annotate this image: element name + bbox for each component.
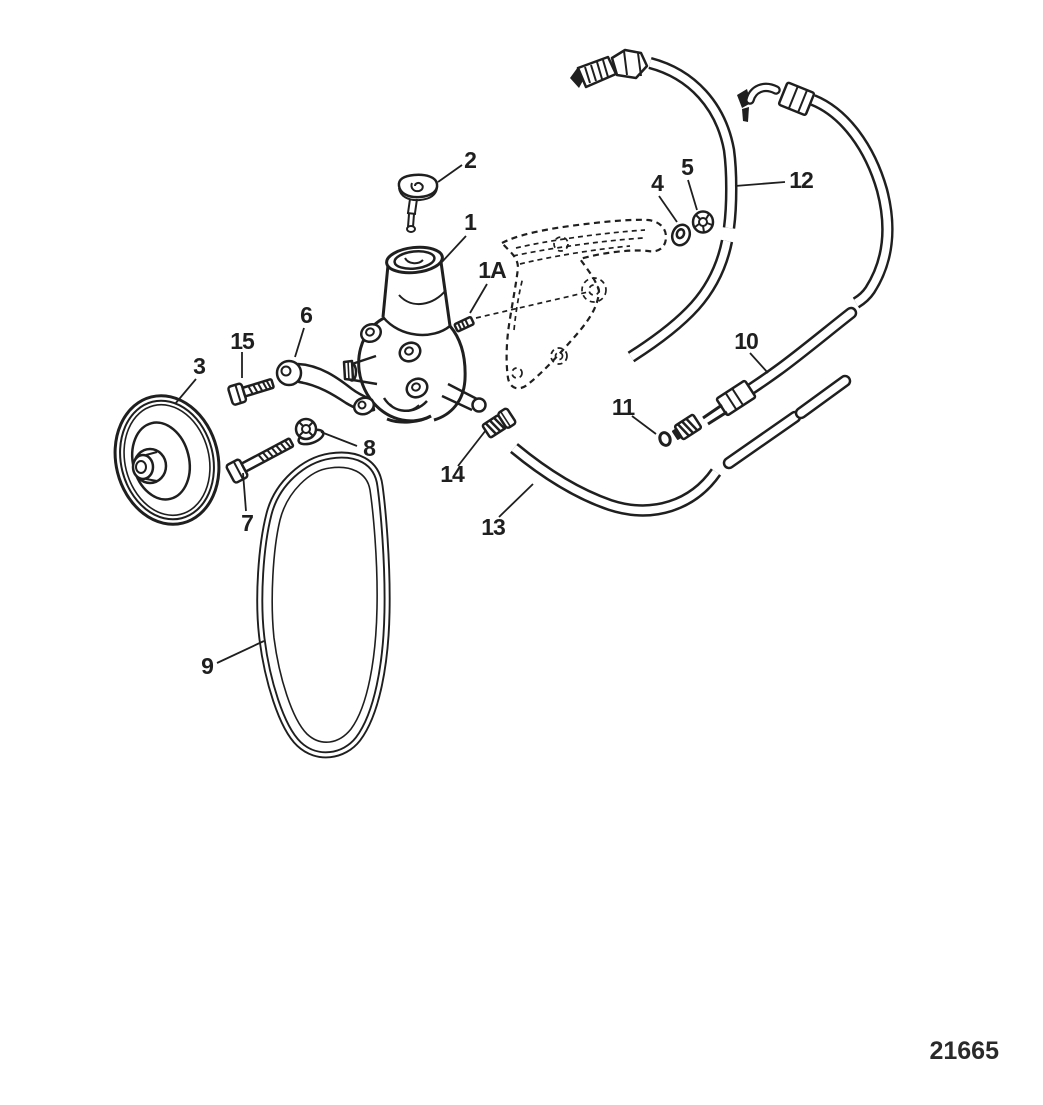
callout-leader-3 bbox=[174, 378, 197, 405]
hose-12-left bbox=[570, 48, 738, 363]
callout-leader-2 bbox=[437, 164, 463, 183]
reservoir-left-edge bbox=[381, 264, 390, 318]
callout-leader-9 bbox=[216, 640, 265, 664]
long-bolt-7 bbox=[225, 437, 295, 484]
callout-3-pulley: 3 bbox=[193, 353, 205, 379]
callout-leader-12 bbox=[734, 181, 786, 187]
hose-10-threaded-fitting bbox=[671, 413, 703, 441]
callout-leader-6 bbox=[294, 327, 305, 358]
stud-alignment-dashed-line bbox=[475, 291, 589, 319]
callout-10-pressure-hose: 10 bbox=[734, 328, 758, 354]
callout-4-washer: 4 bbox=[651, 170, 664, 196]
elbow-fitting-14 bbox=[481, 407, 517, 439]
short-bolt-15 bbox=[227, 378, 275, 406]
pump-shaft bbox=[342, 354, 378, 386]
callout-14-elbow-fitting: 14 bbox=[440, 461, 465, 487]
callout-leader-1A bbox=[469, 283, 488, 314]
hose-12-right-ferrule bbox=[777, 81, 816, 117]
drive-v-belt bbox=[256, 451, 391, 759]
callout-leader-1 bbox=[440, 235, 467, 264]
pump-face-boss bbox=[360, 322, 429, 399]
callout-1-power-steering-pump: 1 bbox=[464, 209, 477, 235]
callout-leader-10 bbox=[749, 352, 769, 374]
callout-layer: 11A 2 3 45 6 7 8 9 10 11 12 13 14 15 bbox=[174, 147, 814, 679]
filler-cap-dipstick bbox=[397, 173, 439, 233]
pump-outlet-stub bbox=[441, 382, 487, 413]
callout-leader-4 bbox=[658, 195, 678, 223]
callout-leader-11 bbox=[631, 415, 657, 435]
reservoir-right-edge bbox=[439, 261, 452, 327]
hose-12-right bbox=[737, 81, 894, 309]
callout-1A-mounting-stud: 1A bbox=[478, 257, 506, 283]
callout-7-long-bolt: 7 bbox=[241, 510, 253, 536]
drawing-number: 21665 bbox=[929, 1037, 999, 1065]
callout-15-short-bolt: 15 bbox=[230, 328, 255, 354]
power-steering-pump bbox=[342, 245, 487, 426]
callout-9-drive-v-belt: 9 bbox=[201, 653, 213, 679]
callout-leader-13 bbox=[498, 483, 534, 518]
pressure-hose-10 bbox=[671, 306, 858, 441]
callout-6-brace-bracket: 6 bbox=[300, 302, 312, 328]
callout-12-hose: 12 bbox=[789, 167, 813, 193]
callout-leader-8 bbox=[320, 431, 358, 447]
washer-4 bbox=[670, 223, 692, 247]
callout-leader-14 bbox=[457, 429, 487, 467]
callout-8-nut-lock-washer: 8 bbox=[363, 435, 376, 461]
hose-12-flare-nut bbox=[570, 48, 649, 89]
callout-11-o-ring: 11 bbox=[612, 394, 636, 420]
pulley bbox=[113, 394, 221, 526]
lock-washer-5 bbox=[691, 210, 715, 234]
brace-bracket-6 bbox=[275, 359, 376, 416]
o-ring-11 bbox=[658, 431, 672, 447]
callout-leader-7 bbox=[242, 472, 247, 512]
mounting-bracket-dashed bbox=[500, 218, 668, 390]
mounting-stud-1a bbox=[453, 316, 475, 333]
callout-leader-5 bbox=[687, 179, 698, 211]
nut-lock-washer-8 bbox=[294, 417, 325, 446]
callout-13-return-hose: 13 bbox=[481, 514, 505, 540]
hose-10-crimp-collar bbox=[715, 379, 757, 417]
callout-2-filler-cap-dipstick: 2 bbox=[464, 147, 476, 173]
callout-5-lock-washer: 5 bbox=[681, 154, 694, 180]
return-hose-13 bbox=[510, 374, 852, 517]
